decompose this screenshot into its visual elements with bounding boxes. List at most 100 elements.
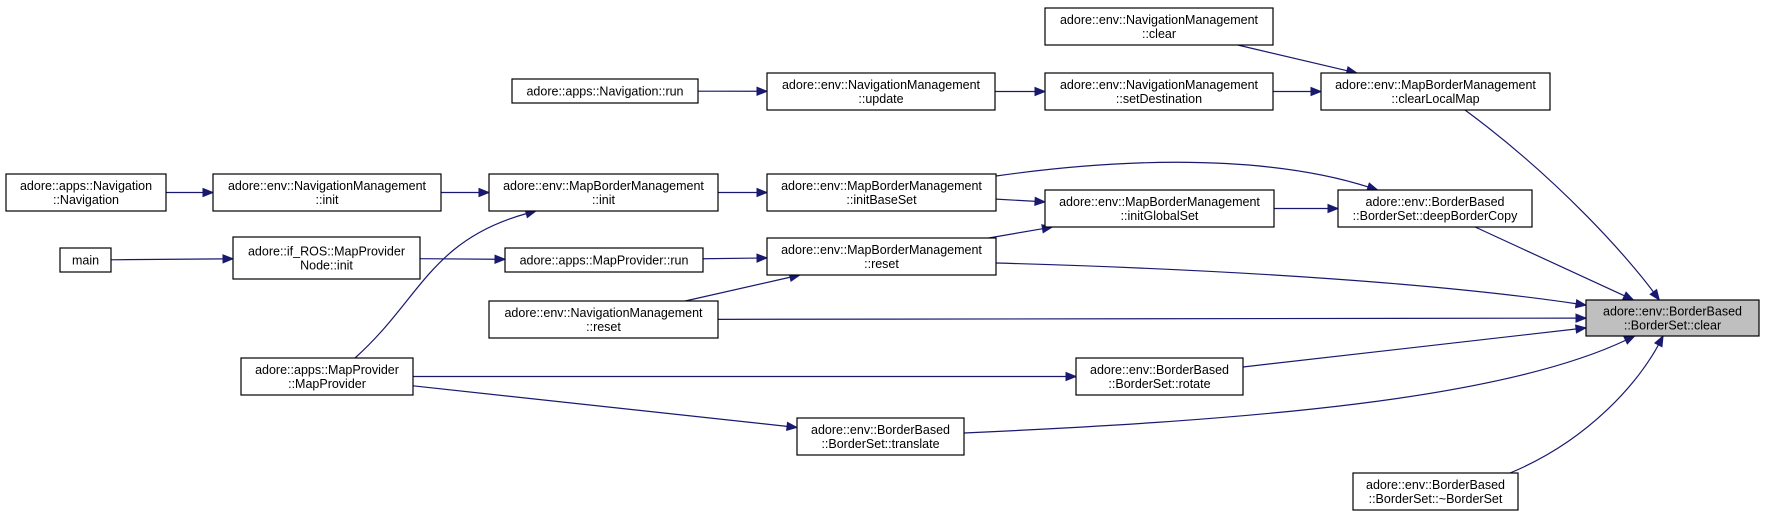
node-box	[488, 173, 719, 212]
node-label-line: adore::apps::MapProvider::run	[520, 254, 689, 268]
arrowhead-icon	[756, 86, 769, 97]
node-label-line: ::reset	[864, 257, 899, 271]
edge-main-to-ros_init	[110, 254, 235, 264]
node-label-line: adore::env::MapBorderManagement	[1335, 78, 1536, 92]
node-box	[1352, 472, 1519, 511]
node-label-line: adore::env::NavigationManagement	[782, 78, 981, 92]
edge-bs_deepcopy-to-focus	[1474, 226, 1635, 301]
node-nm-reset[interactable]: adore::env::NavigationManagement::reset	[488, 300, 719, 339]
edge-nav_run-to-nm_update	[697, 86, 769, 97]
arrowhead-icon	[494, 254, 507, 264]
edge-bs_dtor-to-focus	[1509, 334, 1664, 474]
node-label-line: ::clear	[1142, 27, 1176, 41]
arrowhead-icon	[202, 187, 215, 198]
node-main[interactable]: main	[59, 247, 112, 273]
arrowhead-icon	[1653, 334, 1664, 348]
edge-nm_reset-to-mbm_reset	[685, 272, 802, 302]
edge-line	[110, 258, 225, 261]
edge-line	[1509, 343, 1660, 474]
edge-mbm_init-to-mbm_initbase	[718, 187, 769, 198]
node-mbm-init[interactable]: adore::env::MapBorderManagement::init	[488, 173, 719, 212]
node-mbm-reset[interactable]: adore::env::MapBorderManagement::reset	[766, 237, 997, 276]
edge-line	[1474, 226, 1626, 297]
node-bs-deepcopy[interactable]: adore::env::BorderBased::BorderSet::deep…	[1337, 189, 1533, 228]
edge-nm_reset-to-focus	[717, 313, 1588, 323]
edge-nm_setdest-to-mbm_clearlocal	[1273, 86, 1323, 97]
node-box	[232, 236, 421, 280]
node-label-line: ::init	[592, 193, 615, 207]
node-box	[1337, 189, 1533, 228]
node-mbm-initglobal[interactable]: adore::env::MapBorderManagement::initGlo…	[1044, 189, 1275, 228]
node-label-line: adore::env::BorderBased	[1366, 195, 1505, 209]
node-nm-update[interactable]: adore::env::NavigationManagement::update	[766, 72, 996, 111]
node-label-line: ::BorderSet::rotate	[1108, 377, 1210, 391]
node-label-line: ::init	[316, 193, 339, 207]
node-nav-ctor[interactable]: adore::apps::Navigation::Navigation	[5, 173, 167, 212]
edge-mbm_initbase-to-mbm_initglobal	[995, 196, 1047, 207]
node-nav-run[interactable]: adore::apps::Navigation::run	[511, 78, 699, 104]
arrowhead-icon	[756, 187, 769, 198]
node-box	[59, 247, 112, 273]
edge-mbm_reset-to-mbm_initglobal	[988, 224, 1054, 239]
node-box	[488, 300, 719, 339]
node-label-line: adore::apps::MapProvider	[255, 363, 399, 377]
node-label-line: ::MapProvider	[288, 377, 366, 391]
node-label-line: adore::env::MapBorderManagement	[781, 243, 982, 257]
edge-ros_init-to-mp_run	[419, 254, 507, 264]
node-nm-init[interactable]: adore::env::NavigationManagement::init	[212, 173, 442, 212]
node-mbm-clearlocal[interactable]: adore::env::MapBorderManagement::clearLo…	[1320, 72, 1551, 111]
node-label-line: ::reset	[586, 320, 621, 334]
edge-line	[988, 227, 1044, 239]
edge-line	[702, 257, 759, 260]
node-label-line: Node::init	[300, 259, 353, 273]
node-bs-translate[interactable]: adore::env::BorderBased::BorderSet::tran…	[796, 417, 965, 456]
edge-line	[1464, 109, 1655, 294]
edge-bs_rotate-to-focus	[1242, 324, 1588, 368]
node-label-line: ::BorderSet::translate	[821, 437, 939, 451]
node-nm-clear[interactable]: adore::env::NavigationManagement::clear	[1044, 7, 1274, 46]
edge-mbm_initglobal-to-bs_deepcopy	[1274, 203, 1340, 214]
node-label-line: adore::env::BorderBased	[1603, 305, 1742, 319]
node-box	[504, 247, 704, 273]
arrowhead-icon	[1575, 313, 1588, 323]
node-mp-ctor[interactable]: adore::apps::MapProvider::MapProvider	[240, 357, 414, 396]
node-mbm-initbase[interactable]: adore::env::MapBorderManagement::initBas…	[766, 173, 997, 212]
edge-mbm_initbase-to-bs_deepcopy	[995, 161, 1379, 192]
edge-line	[995, 262, 1578, 305]
edge-mp_ctor-to-mbm_init	[354, 209, 538, 359]
edge-nm_clear-to-mbm_clearlocal	[1237, 44, 1359, 76]
node-box	[766, 237, 997, 276]
node-box	[1585, 299, 1760, 337]
node-label-line: ::setDestination	[1116, 92, 1202, 106]
edge-mp_ctor-to-bs_rotate	[413, 371, 1078, 382]
node-label-line: ::Navigation	[53, 193, 119, 207]
arrowhead-icon	[1621, 291, 1635, 301]
edge-line	[685, 276, 792, 302]
node-box	[766, 173, 997, 212]
arrowhead-icon	[756, 253, 769, 263]
arrowhead-icon	[1623, 335, 1636, 345]
node-label-line: ::initBaseSet	[846, 193, 917, 207]
arrowhead-icon	[1310, 86, 1323, 97]
node-box	[1044, 189, 1275, 228]
node-bs-dtor[interactable]: adore::env::BorderBased::BorderSet::~Bor…	[1352, 472, 1519, 511]
edge-line	[1242, 328, 1578, 368]
node-mp-run[interactable]: adore::apps::MapProvider::run	[504, 247, 704, 273]
node-box	[212, 173, 442, 212]
edge-mp_run-to-mbm_reset	[702, 253, 769, 263]
node-label-line: ::BorderSet::deepBorderCopy	[1353, 209, 1518, 223]
arrowhead-icon	[1575, 324, 1588, 334]
node-label-line: ::BorderSet::~BorderSet	[1369, 492, 1503, 506]
node-box	[240, 357, 414, 396]
node-label-line: adore::apps::Navigation::run	[526, 85, 683, 99]
node-label-line: main	[72, 254, 99, 268]
node-nm-setdest[interactable]: adore::env::NavigationManagement::setDes…	[1044, 72, 1274, 111]
node-bs-rotate[interactable]: adore::env::BorderBased::BorderSet::rota…	[1075, 357, 1244, 396]
node-label-line: ::clearLocalMap	[1391, 92, 1479, 106]
node-focus: adore::env::BorderBased::BorderSet::clea…	[1585, 299, 1760, 337]
node-label-line: adore::apps::Navigation	[20, 179, 152, 193]
edge-nav_ctor-to-nm_init	[166, 187, 215, 198]
node-box	[1044, 7, 1274, 46]
